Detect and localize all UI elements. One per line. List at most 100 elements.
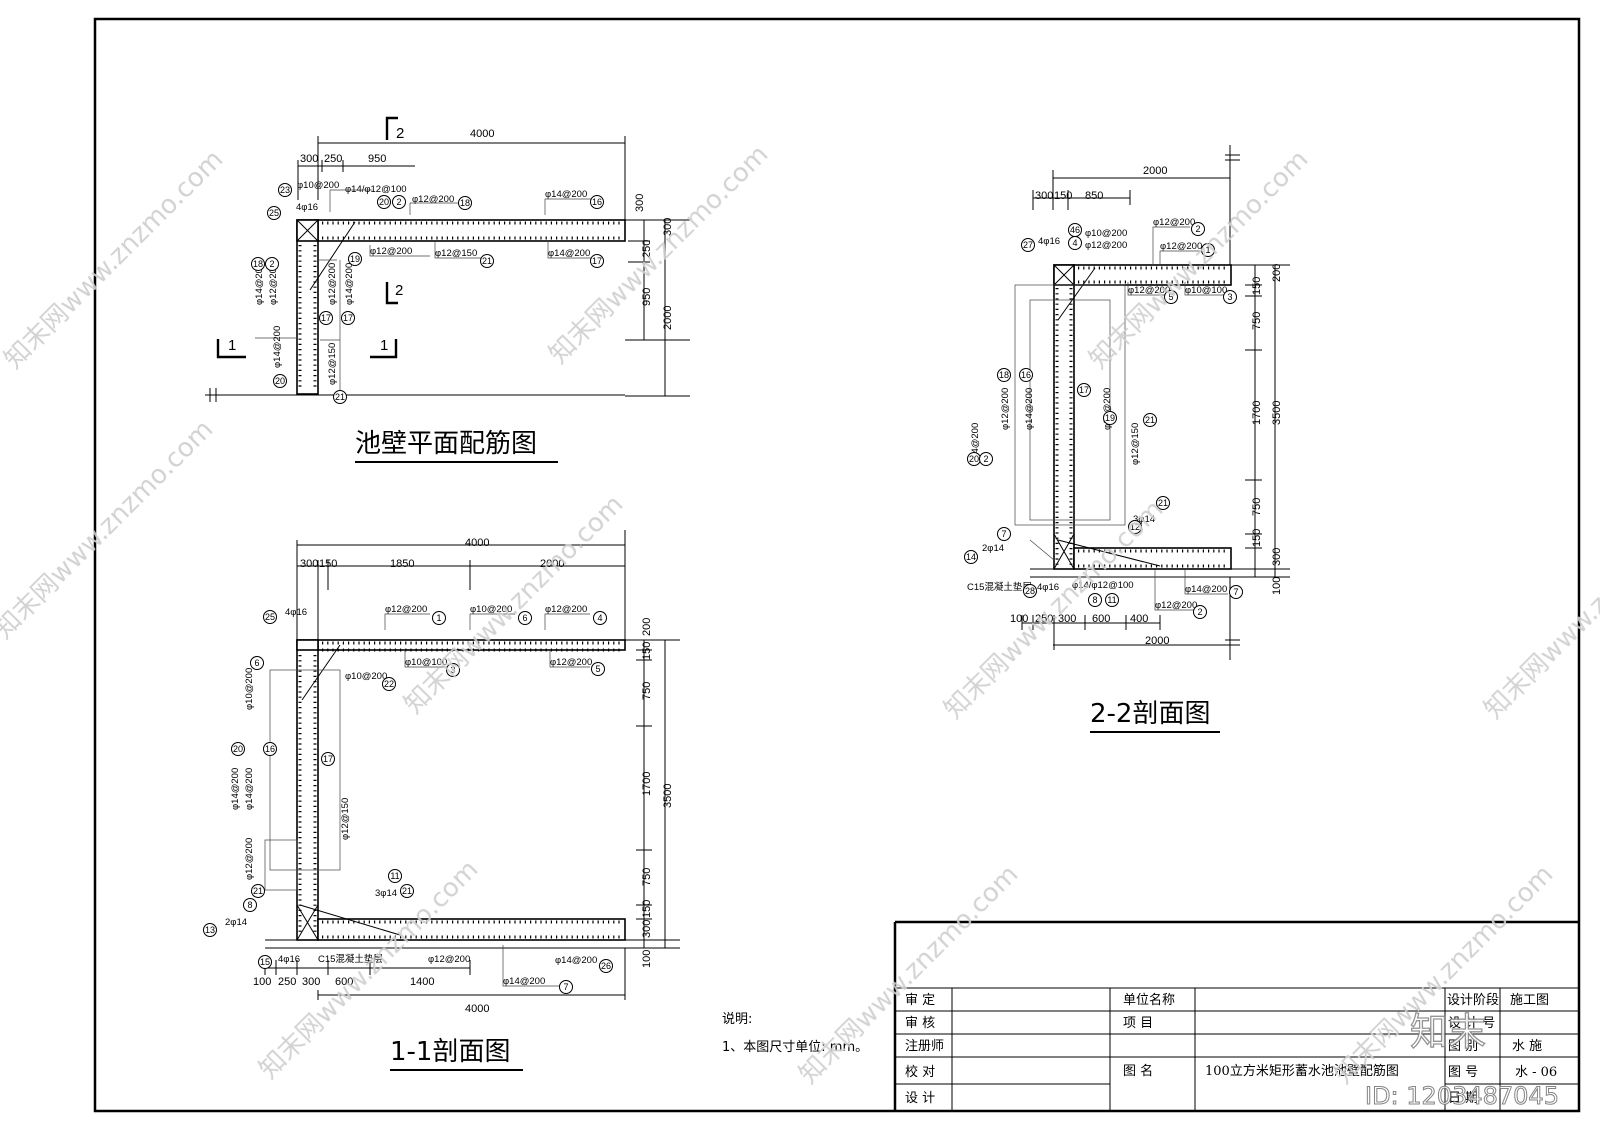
ref-circle-number: 46 — [1070, 225, 1080, 235]
plan-label: φ12@200 — [268, 263, 279, 305]
ref-circle-number: 16 — [1021, 370, 1031, 380]
plan-dim-right-2000: 2000 — [662, 306, 674, 330]
ref-circle — [319, 311, 333, 325]
ref-circle — [263, 610, 277, 624]
ref-circle-number: 8 — [247, 900, 252, 910]
ref-circle — [321, 752, 335, 766]
watermark-text: 知末网www.znzmo.com — [0, 414, 219, 645]
ref-circle — [1021, 238, 1035, 252]
ref-circle — [1128, 520, 1142, 534]
sec22-label: φ12@200 — [1000, 388, 1011, 430]
sec11-label: φ10@200 — [470, 604, 512, 615]
ref-circle — [997, 527, 1011, 541]
tb-stage-value: 施工图 — [1510, 993, 1549, 1008]
watermarks: 知末网www.znzmo.com 知末网www.znzmo.com 知末网www… — [0, 139, 1600, 1110]
sec22-dim-r: 200 — [1271, 264, 1283, 282]
plan-dim-250: 250 — [324, 153, 342, 165]
sec11-dim-r: 750 — [641, 868, 653, 886]
watermark-text: 知末网www.znzmo.com — [794, 859, 1025, 1090]
sec11-label: φ10@200 — [244, 668, 255, 710]
ref-circle — [1077, 383, 1091, 397]
tb-project-label: 项 目 — [1123, 1016, 1153, 1031]
ref-circle-number: 1 — [1205, 245, 1210, 255]
ref-circle-number: 20 — [379, 197, 389, 207]
ref-circle-number: 20 — [275, 376, 285, 386]
plan-section-mark-1-left: 1 — [228, 337, 236, 354]
ref-circle-number: 16 — [592, 197, 602, 207]
ref-circle-number: 6 — [522, 613, 527, 623]
plan-label: φ14@200 — [254, 263, 265, 305]
tb-left-1: 审 核 — [905, 1016, 935, 1031]
notes-heading: 说明: — [722, 1012, 752, 1027]
tb-left-2: 注册师 — [905, 1039, 944, 1054]
sec22-dim-r: 750 — [1251, 312, 1263, 330]
plan-label: φ14@200 — [545, 189, 587, 200]
sec11-dim-r: 300 — [641, 920, 653, 938]
sec22-label: φ14/φ12@100 — [1072, 580, 1134, 591]
plan-dim-right-300b: 300 — [662, 218, 674, 236]
ref-circle-number: 21 — [1158, 498, 1168, 508]
ref-circle — [599, 959, 613, 973]
ref-circle — [258, 955, 272, 969]
tb-number-value: 水 - 06 — [1515, 1065, 1557, 1080]
sec22-dim-850: 850 — [1085, 190, 1103, 202]
sec11-dim-b: 250 — [278, 976, 296, 988]
ref-circle-number: 13 — [205, 925, 215, 935]
plan-label: 4φ16 — [296, 202, 318, 213]
ref-circle-number: 19 — [350, 254, 360, 264]
sec22-label: φ12@200 — [1128, 285, 1170, 296]
sec22-title: 2-2剖面图 — [1090, 699, 1210, 729]
sec11-dim-r: 1700 — [641, 772, 653, 796]
plan-section-mark-2-bottom: 2 — [395, 282, 403, 299]
ref-circle — [518, 611, 532, 625]
ref-circle — [1229, 585, 1243, 599]
watermark-text: 知末网www.znzmo.com — [1479, 494, 1600, 725]
ref-circle-number: 7 — [563, 982, 568, 992]
ref-circle — [203, 923, 217, 937]
ref-circle-number: 7 — [1233, 587, 1238, 597]
sec11-label: φ10@200 — [345, 671, 387, 682]
plan-label: φ14/φ12@100 — [345, 184, 407, 195]
sec22-label: φ12@200 — [1155, 600, 1197, 611]
sec11-dim-b: 600 — [335, 976, 353, 988]
ref-circle — [1068, 236, 1082, 250]
tb-date-label: 日 期 — [1448, 1091, 1478, 1106]
ref-circle-number: 21 — [1145, 415, 1155, 425]
sec11-dim-b: 300 — [302, 976, 320, 988]
watermark-text: 知末网www.znzmo.com — [399, 489, 630, 720]
sec11-label: 4φ16 — [285, 607, 307, 618]
sec22-dim-300: 300 — [1035, 190, 1053, 202]
ref-circle-number: 18 — [999, 370, 1009, 380]
ref-circle — [341, 311, 355, 325]
ref-circle-number: 22 — [384, 679, 394, 689]
sec22-dim-r: 300 — [1271, 548, 1283, 566]
ref-circle-number: 2 — [1195, 224, 1200, 234]
ref-circle — [458, 196, 472, 210]
tb-left-4: 设 计 — [905, 1091, 935, 1106]
sec11-dim-b: 4000 — [465, 1003, 489, 1015]
ref-circle — [1191, 222, 1205, 236]
ref-circle — [1193, 605, 1207, 619]
ref-circle — [250, 656, 264, 670]
ref-circle — [591, 662, 605, 676]
sec22-dim-b: 250 — [1035, 613, 1053, 625]
ref-circle-number: 26 — [601, 961, 611, 971]
sec11-label: 2φ14 — [225, 917, 247, 928]
tb-left-0: 审 定 — [905, 993, 935, 1008]
ref-circle — [1023, 584, 1037, 598]
ref-circle-number: 1 — [436, 613, 441, 623]
ref-circle-number: 17 — [321, 313, 331, 323]
ref-circle-number: 2 — [269, 259, 274, 269]
tb-number-label: 图 号 — [1448, 1065, 1478, 1080]
tb-drawing-name: 100立方米矩形蓄水池池壁配筋图 — [1205, 1063, 1399, 1079]
ref-circle-number: 17 — [592, 256, 602, 266]
sec11-dim-r: 150 — [641, 642, 653, 660]
ref-circle — [1156, 496, 1170, 510]
ref-circle — [251, 257, 265, 271]
sec22-dim-b: 100 — [1010, 613, 1028, 625]
ref-circle-number: 16 — [265, 744, 275, 754]
sec22-dim-r: 3500 — [1271, 401, 1283, 425]
sec22-label: 4φ16 — [1037, 582, 1059, 593]
ref-circle-number: 17 — [323, 754, 333, 764]
sec11-dim-r: 3500 — [662, 784, 674, 808]
